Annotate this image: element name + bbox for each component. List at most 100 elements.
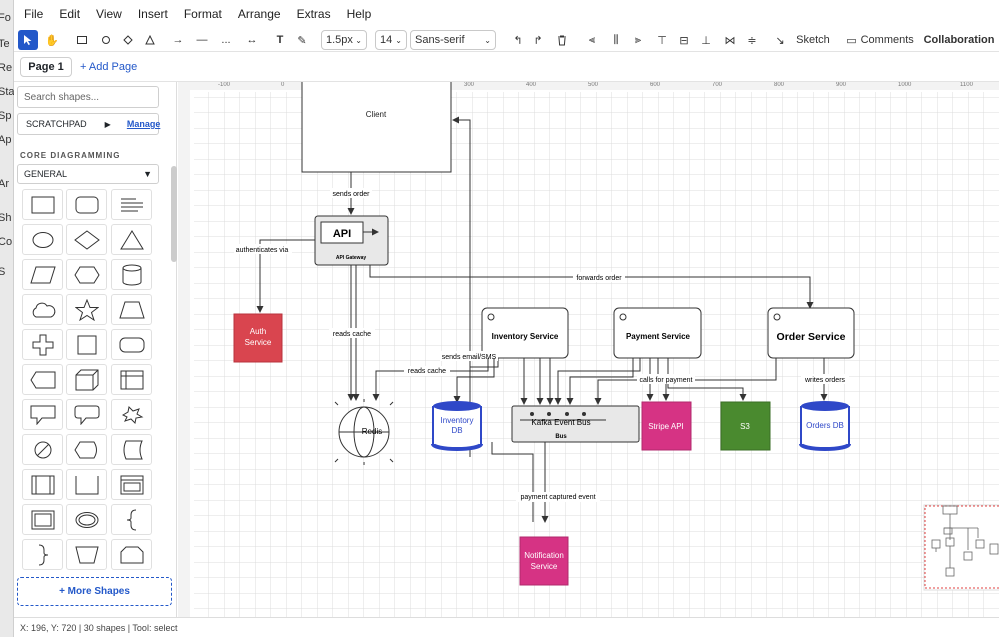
- collaboration-button[interactable]: Collaboration: [923, 34, 995, 46]
- shape-cross[interactable]: [22, 329, 63, 360]
- shape-container[interactable]: [66, 469, 107, 500]
- sketch-toggle-icon-button[interactable]: ↘: [770, 30, 790, 50]
- align-right-button[interactable]: ⫸: [628, 30, 648, 50]
- kafka-label: Kafka Event Bus: [531, 418, 590, 427]
- stripe-api-node[interactable]: [641, 401, 692, 451]
- notification-service-node[interactable]: [519, 536, 569, 586]
- align-top-button[interactable]: ⊤: [652, 30, 672, 50]
- double-arrow-tool-button[interactable]: ↔: [242, 30, 262, 50]
- menu-file[interactable]: File: [24, 7, 44, 21]
- category-dropdown[interactable]: GENERAL ▼: [17, 164, 159, 184]
- delete-button[interactable]: [552, 30, 572, 50]
- redis-node[interactable]: [334, 399, 394, 465]
- menu-insert[interactable]: Insert: [137, 7, 168, 21]
- edge-inventory-db[interactable]: [453, 358, 495, 403]
- distribute-vertical-button[interactable]: ≑: [742, 30, 762, 50]
- scratchpad-panel[interactable]: SCRATCHPAD ▶ Manage: [17, 113, 161, 135]
- orders-db-node[interactable]: [799, 401, 851, 451]
- shape-internal-storage[interactable]: [111, 364, 152, 395]
- edge-authenticates-via[interactable]: [256, 239, 315, 313]
- shape-star[interactable]: [66, 294, 107, 325]
- shape-cylinder[interactable]: [111, 259, 152, 290]
- shape-diamond[interactable]: [66, 224, 107, 255]
- shape-burst[interactable]: [111, 399, 152, 430]
- inventory-db-node[interactable]: [431, 401, 483, 451]
- text-tool-button[interactable]: T: [270, 30, 290, 50]
- edge-payment-s3[interactable]: [667, 358, 747, 401]
- menu-extras[interactable]: Extras: [296, 7, 331, 21]
- menu-edit[interactable]: Edit: [59, 7, 81, 21]
- shape-manual-operation[interactable]: [66, 539, 107, 570]
- align-center-button[interactable]: ⫼: [606, 30, 626, 50]
- line-tool-button[interactable]: —: [192, 30, 212, 50]
- ellipse-tool-button[interactable]: [96, 30, 116, 50]
- shape-frame[interactable]: [22, 504, 63, 535]
- font-size-select[interactable]: 14⌄: [375, 30, 407, 50]
- shape-rounded-rectangle[interactable]: [66, 189, 107, 220]
- menu-format[interactable]: Format: [183, 7, 222, 21]
- menu-arrange[interactable]: Arrange: [237, 7, 281, 21]
- sketch-button[interactable]: Sketch: [796, 34, 830, 46]
- shape-pill[interactable]: [111, 329, 152, 360]
- shape-hexagon[interactable]: [66, 259, 107, 290]
- shape-speech-bubble[interactable]: [66, 399, 107, 430]
- add-page-button[interactable]: + Add Page: [80, 61, 138, 73]
- triangle-tool-button[interactable]: [140, 30, 160, 50]
- comments-button[interactable]: ▭Comments: [846, 30, 914, 50]
- client-box[interactable]: [301, 82, 452, 173]
- shape-square[interactable]: [66, 329, 107, 360]
- edge-notify-2[interactable]: [491, 442, 534, 522]
- shape-trapezoid[interactable]: [111, 294, 152, 325]
- shape-loop-limit[interactable]: [111, 539, 152, 570]
- shape-callout[interactable]: [22, 399, 63, 430]
- shape-right-brace[interactable]: [22, 539, 63, 570]
- hand-tool-button[interactable]: ✋: [42, 30, 62, 50]
- pen-tool-button[interactable]: ✎: [292, 30, 312, 50]
- distribute-horizontal-button[interactable]: ⋈: [720, 30, 740, 50]
- shape-window[interactable]: [111, 469, 152, 500]
- shape-left-brace[interactable]: [111, 504, 152, 535]
- select-tool-button[interactable]: [18, 30, 38, 50]
- inventory-service-node[interactable]: [481, 307, 569, 359]
- shape-prohibited[interactable]: [22, 434, 63, 465]
- font-family-select[interactable]: Sans-serif⌄: [410, 30, 496, 50]
- align-middle-button[interactable]: ⊟: [674, 30, 694, 50]
- order-service-node[interactable]: [767, 307, 855, 359]
- shape-ellipse[interactable]: [22, 224, 63, 255]
- dotted-line-tool-button[interactable]: ...: [216, 30, 236, 50]
- align-left-button[interactable]: ⫷: [582, 30, 602, 50]
- edge-payment-kafka[interactable]: [566, 358, 634, 405]
- diamond-tool-button[interactable]: [118, 30, 138, 50]
- minimap[interactable]: [923, 504, 999, 591]
- more-shapes-button[interactable]: + More Shapes: [17, 577, 172, 606]
- shape-process[interactable]: [22, 469, 63, 500]
- align-bottom-button[interactable]: ⊥: [696, 30, 716, 50]
- shape-cube[interactable]: [66, 364, 107, 395]
- undo-button[interactable]: ↰: [508, 30, 528, 50]
- auth-service-node[interactable]: [233, 313, 283, 363]
- tab-page-1[interactable]: Page 1: [20, 57, 72, 77]
- stroke-width-select[interactable]: 1.5px⌄: [321, 30, 367, 50]
- arrow-tool-button[interactable]: →: [168, 30, 188, 50]
- menu-help[interactable]: Help: [346, 7, 372, 21]
- diagram-canvas[interactable]: -100 0 100 200 300 400 500 600 700 800 9…: [178, 82, 999, 617]
- redo-button[interactable]: ↱: [528, 30, 548, 50]
- shape-display[interactable]: [66, 434, 107, 465]
- shape-cloud[interactable]: [22, 294, 63, 325]
- shape-triangle[interactable]: [111, 224, 152, 255]
- shape-rectangle[interactable]: [22, 189, 63, 220]
- rectangle-tool-button[interactable]: [72, 30, 92, 50]
- shape-stored-data[interactable]: [111, 434, 152, 465]
- sidebar-scrollbar[interactable]: [171, 166, 177, 262]
- shape-text[interactable]: [111, 189, 152, 220]
- shape-tag[interactable]: [22, 364, 63, 395]
- shape-parallelogram[interactable]: [22, 259, 63, 290]
- s3-node[interactable]: [720, 401, 771, 451]
- menu-view[interactable]: View: [96, 7, 122, 21]
- manage-link[interactable]: Manage: [126, 119, 161, 129]
- shape-double-ellipse[interactable]: [66, 504, 107, 535]
- edge-payment-kafka-2[interactable]: [554, 358, 641, 405]
- search-shapes-input[interactable]: Search shapes...: [17, 86, 159, 108]
- kafka-bus-node[interactable]: [511, 405, 640, 443]
- edge-to-client[interactable]: [452, 116, 471, 457]
